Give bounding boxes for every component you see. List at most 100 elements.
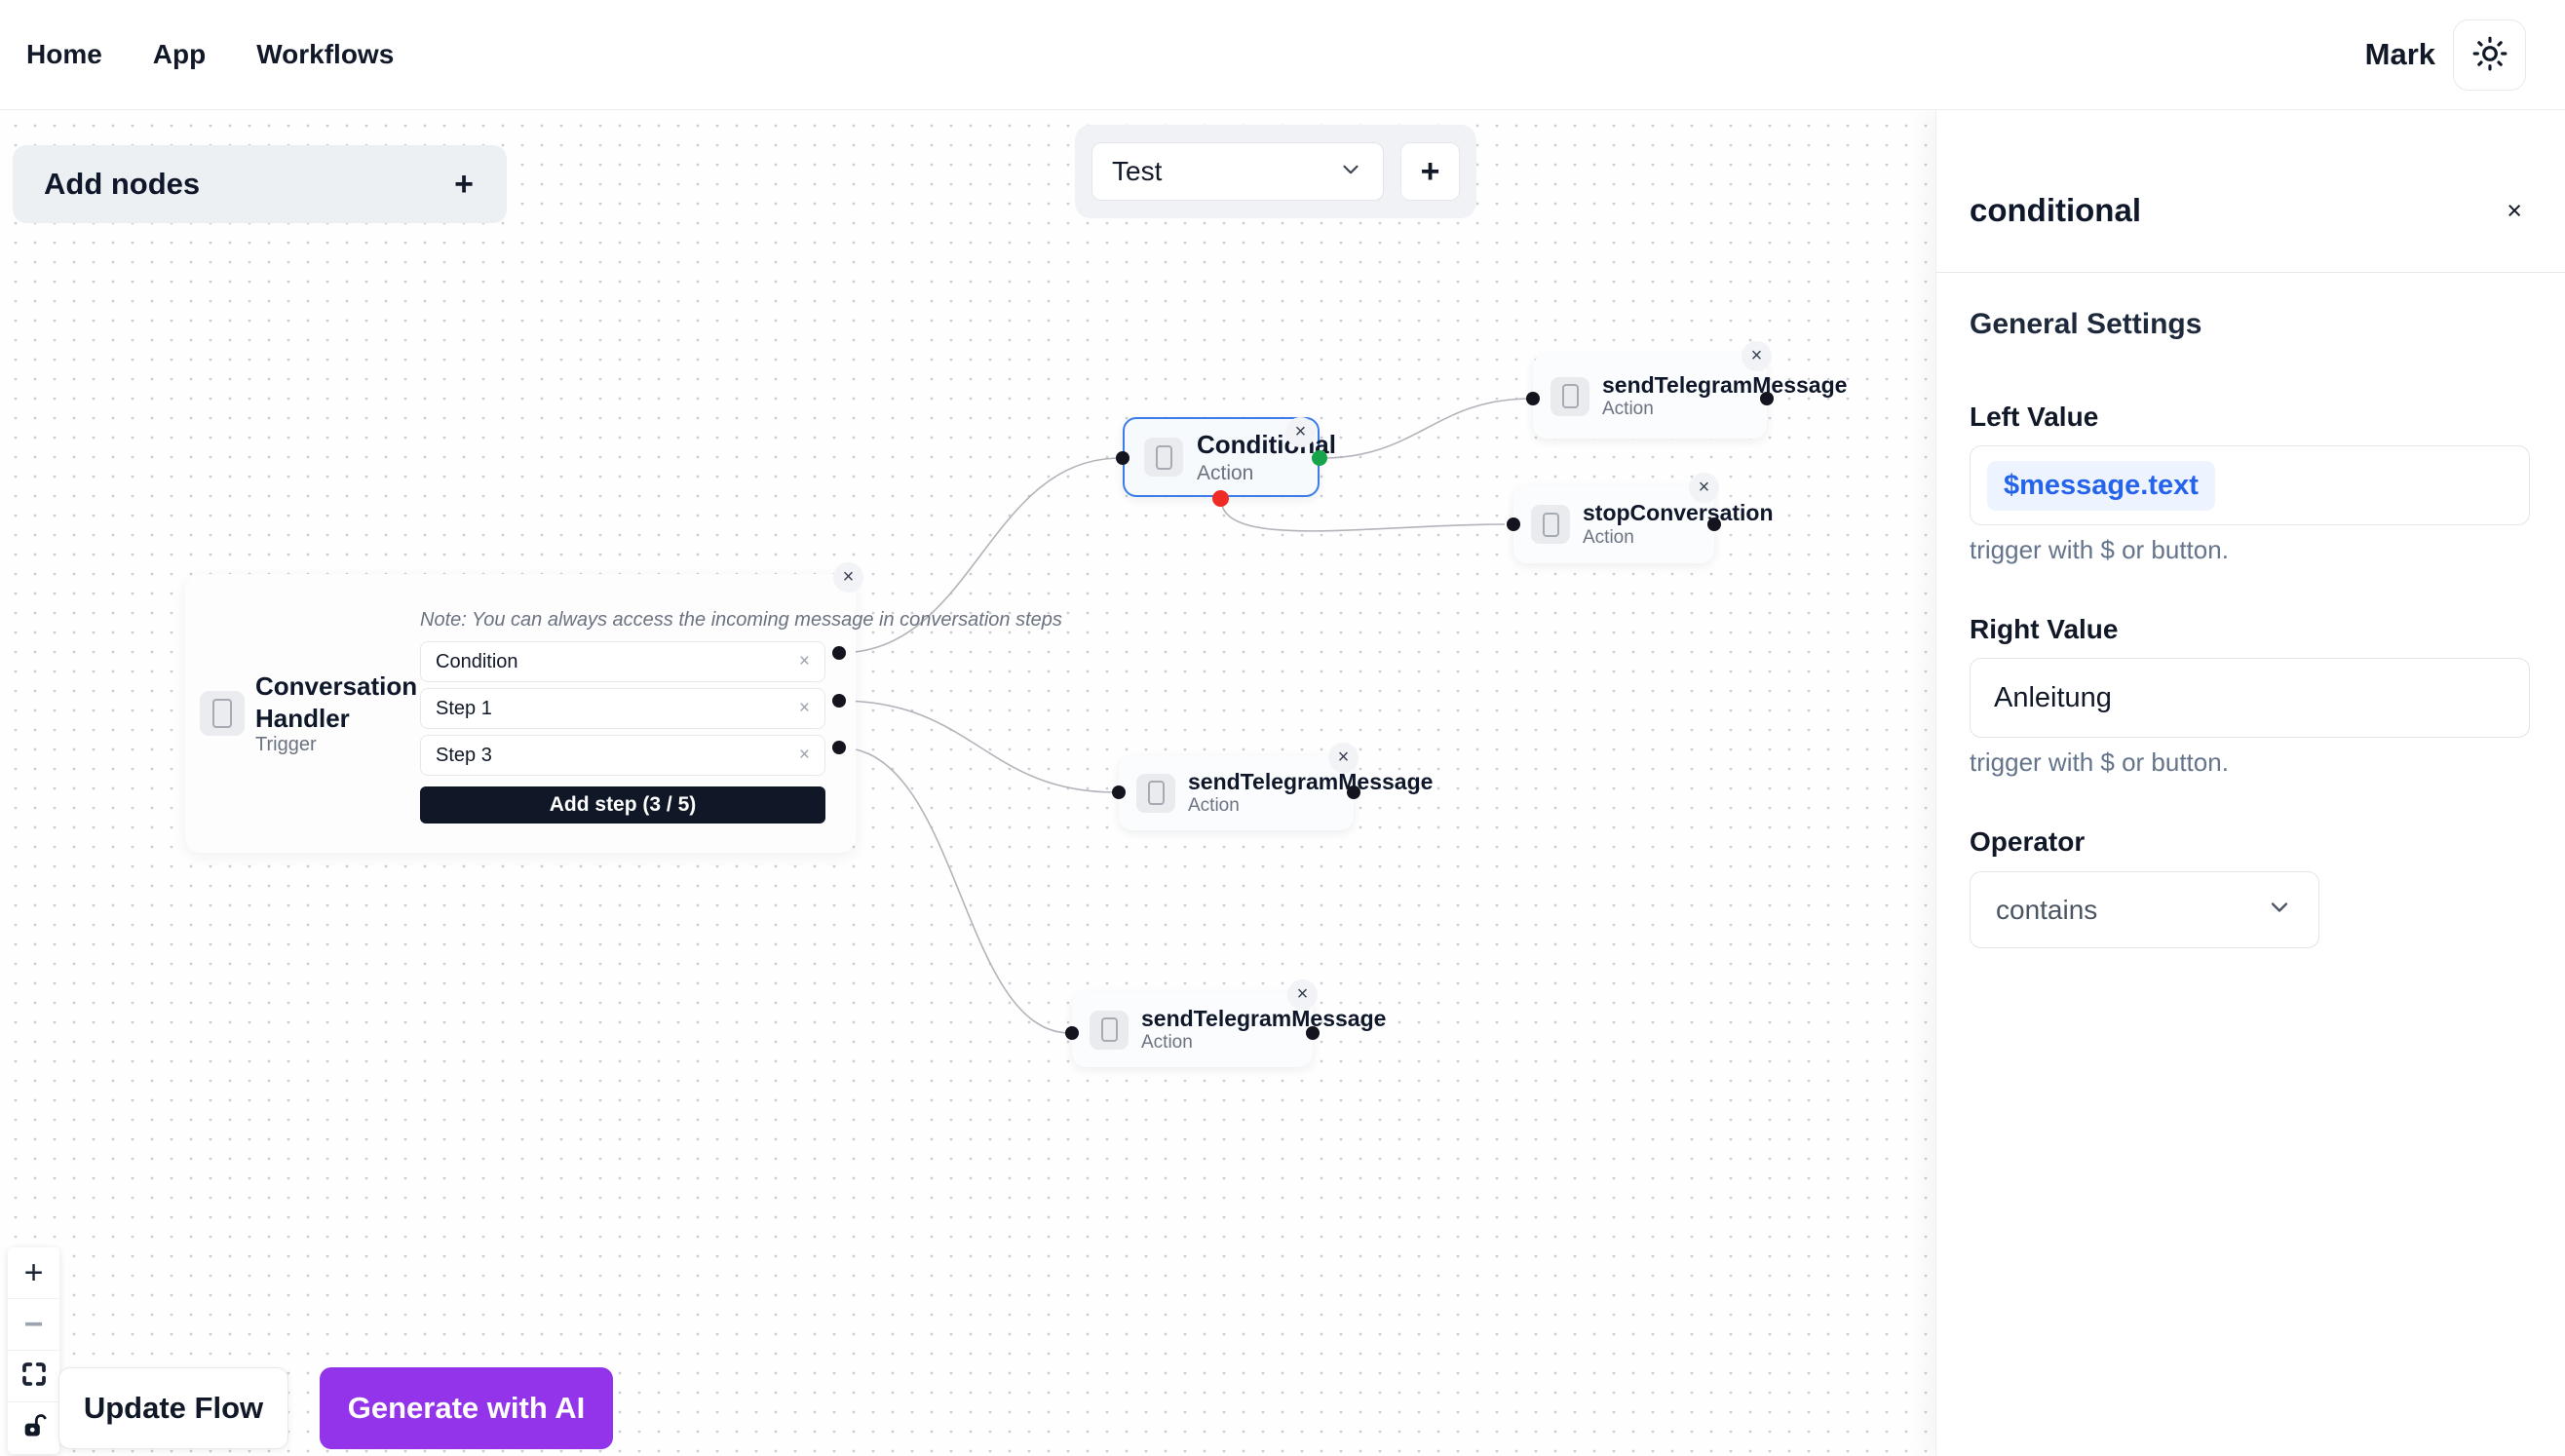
node-settings-panel: conditional × General Settings Left Valu… [1935, 110, 2565, 1456]
left-value-label: Left Value [1970, 402, 2099, 432]
remove-step-icon[interactable]: × [798, 651, 810, 671]
flow-canvas[interactable]: Add nodes + Test + × Conversation Handle… [0, 110, 1935, 1456]
node-conditional[interactable]: × Conditional Action [1123, 417, 1336, 497]
source-handle-send-telegram-top[interactable] [1760, 392, 1774, 405]
node-send-telegram-message-bottom[interactable]: × sendTelegramMessage Action [1072, 979, 1386, 1067]
footer-actions: Update Flow Generate with AI [58, 1367, 613, 1449]
plus-icon: + [454, 166, 474, 203]
close-icon[interactable]: × [833, 562, 863, 593]
node-title: sendTelegramMessage [1602, 371, 1848, 398]
node-title: sendTelegramMessage [1188, 768, 1434, 794]
zoom-in-button[interactable]: + [8, 1247, 59, 1299]
target-handle-stop-conversation[interactable] [1507, 517, 1520, 531]
source-handle-condition[interactable] [832, 646, 846, 660]
generate-with-ai-button[interactable]: Generate with AI [320, 1367, 613, 1449]
operator-value: contains [1996, 894, 2098, 925]
flow-select[interactable]: Test [1091, 142, 1384, 201]
source-handle-step3[interactable] [832, 741, 846, 754]
minus-icon: − [23, 1306, 44, 1343]
step-label: Step 3 [436, 744, 492, 766]
plus-icon: + [23, 1254, 44, 1291]
right-value-input[interactable]: Anleitung [1970, 658, 2530, 738]
flow-toolbar: Test + [1075, 125, 1476, 218]
user-name: Mark [2364, 37, 2435, 71]
node-send-telegram-message-top[interactable]: × sendTelegramMessage Action [1533, 341, 1847, 439]
step-label: Condition [436, 650, 518, 672]
chevron-down-icon [1338, 157, 1363, 187]
node-note: Note: You can always access the incoming… [420, 609, 1062, 631]
close-icon[interactable]: × [1285, 417, 1316, 447]
node-header: Conversation Handler Trigger [200, 671, 420, 756]
remove-step-icon[interactable]: × [798, 698, 810, 718]
left-value-chip[interactable]: $message.text [1987, 460, 2215, 511]
source-handle-conditional-true[interactable] [1312, 450, 1327, 466]
node-subtitle: Action [1583, 526, 1634, 548]
section-general-settings: General Settings [1970, 308, 2202, 340]
node-title: Conversation Handler [255, 671, 418, 733]
canvas-controls: + − [8, 1247, 59, 1454]
close-icon[interactable]: × [1287, 979, 1318, 1010]
source-handle-conditional-false[interactable] [1212, 490, 1229, 507]
add-step-button[interactable]: Add step (3 / 5) [420, 786, 825, 824]
fit-view-icon [19, 1360, 49, 1394]
divider [1936, 272, 2565, 273]
add-flow-button[interactable]: + [1400, 142, 1460, 201]
theme-toggle-button[interactable] [2453, 19, 2526, 91]
nav-item-home[interactable]: Home [26, 39, 102, 69]
node-subtitle: Action [1602, 399, 1654, 420]
sun-icon [2471, 35, 2508, 75]
step-row[interactable]: Condition × [420, 641, 825, 682]
update-flow-button[interactable]: Update Flow [58, 1367, 288, 1449]
right-value-helper: trigger with $ or button. [1970, 747, 2229, 777]
node-title: stopConversation [1583, 500, 1774, 526]
node-title: sendTelegramMessage [1141, 1005, 1387, 1031]
left-value-helper: trigger with $ or button. [1970, 535, 2229, 564]
node-subtitle: Action [1188, 795, 1240, 817]
source-handle-send-telegram-mid[interactable] [1347, 785, 1360, 799]
source-handle-stop-conversation[interactable] [1707, 517, 1721, 531]
add-nodes-label: Add nodes [44, 167, 201, 201]
zoom-out-button[interactable]: − [8, 1299, 59, 1351]
node-conversation-handler[interactable]: × Conversation Handler Trigger Note: You… [185, 562, 1062, 853]
right-value-text: Anleitung [1994, 681, 2112, 713]
add-nodes-panel[interactable]: Add nodes + [13, 145, 507, 223]
step-label: Step 1 [436, 697, 492, 719]
close-icon[interactable]: × [1742, 341, 1772, 371]
node-icon [1550, 376, 1589, 416]
fit-view-button[interactable] [8, 1351, 59, 1402]
unlock-icon [20, 1412, 48, 1444]
lock-toggle-button[interactable] [8, 1402, 59, 1454]
target-handle-send-telegram-mid[interactable] [1112, 785, 1126, 799]
node-stop-conversation[interactable]: × stopConversation Action [1513, 473, 1774, 563]
operator-select[interactable]: contains [1970, 871, 2319, 948]
operator-label: Operator [1970, 826, 2086, 857]
source-handle-step1[interactable] [832, 694, 846, 708]
step-row[interactable]: Step 3 × [420, 735, 825, 776]
close-icon[interactable]: × [2507, 195, 2522, 225]
nav-item-app[interactable]: App [152, 39, 207, 69]
node-icon [1531, 505, 1570, 544]
close-icon[interactable]: × [1689, 473, 1719, 503]
node-subtitle: Action [1197, 461, 1254, 484]
close-icon[interactable]: × [1328, 743, 1359, 773]
step-row[interactable]: Step 1 × [420, 688, 825, 729]
remove-step-icon[interactable]: × [798, 745, 810, 765]
source-handle-send-telegram-bottom[interactable] [1306, 1026, 1320, 1040]
flow-select-value: Test [1112, 156, 1163, 186]
node-icon [200, 691, 245, 736]
node-send-telegram-message-mid[interactable]: × sendTelegramMessage Action [1119, 743, 1433, 830]
node-subtitle: Action [1141, 1032, 1193, 1054]
chevron-down-icon [2266, 894, 2293, 926]
target-handle-conditional[interactable] [1116, 451, 1129, 465]
target-handle-send-telegram-bottom[interactable] [1065, 1026, 1079, 1040]
right-value-label: Right Value [1970, 614, 2119, 644]
node-subtitle: Trigger [255, 734, 317, 755]
node-icon [1136, 773, 1175, 813]
panel-title: conditional [1970, 192, 2141, 228]
left-value-input[interactable]: $message.text [1970, 445, 2530, 525]
target-handle-send-telegram-top[interactable] [1526, 392, 1540, 405]
plus-icon: + [1420, 153, 1440, 190]
top-nav: Home App Workflows Mark [0, 0, 2565, 110]
nav-item-workflows[interactable]: Workflows [256, 39, 395, 69]
